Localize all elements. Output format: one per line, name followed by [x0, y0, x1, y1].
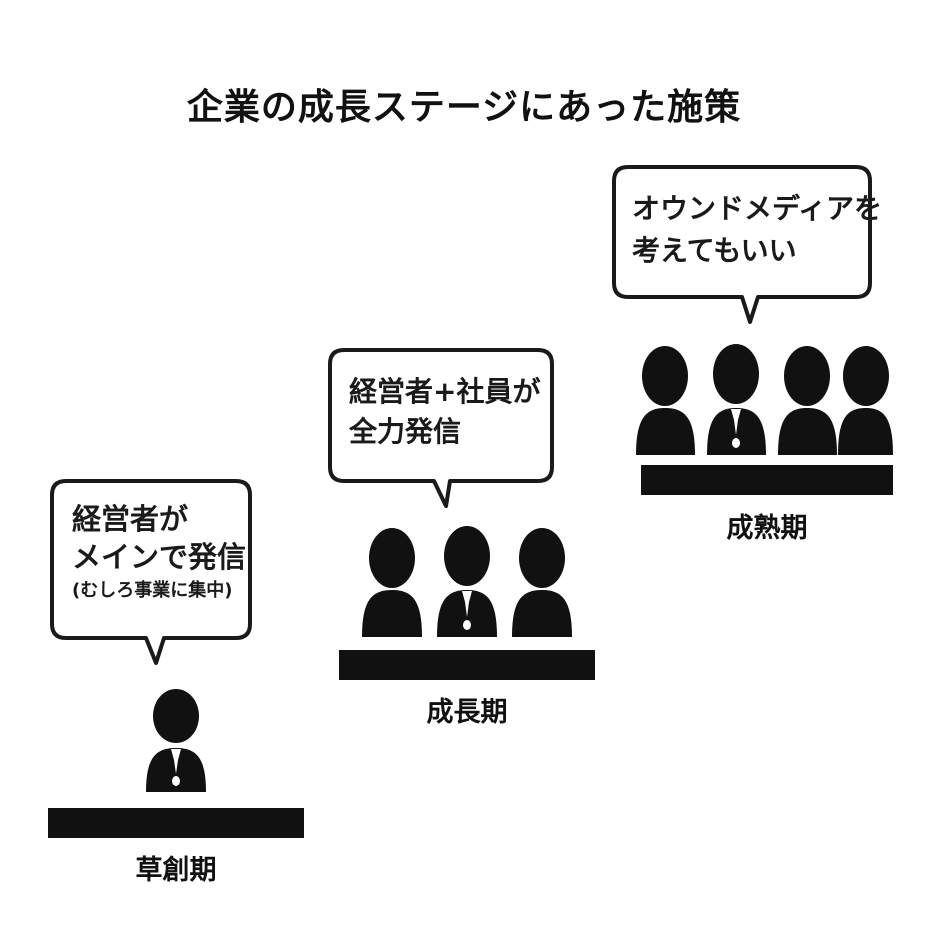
person-ceo-mature [707, 344, 766, 455]
stage-mature [612, 165, 893, 495]
bubble-line: 経営者が [72, 502, 189, 536]
stage-label-growth: 成長期 [426, 697, 508, 728]
speech-bubble-growth [328, 348, 554, 508]
stage-founding [48, 479, 304, 838]
speech-bubble-mature [612, 165, 872, 324]
bubble-line: 経営者+社員が [349, 375, 541, 408]
desk-mature [641, 465, 893, 495]
person-staff-right [512, 528, 572, 637]
bubble-text-growth: 経営者+社員が 全力発信 [349, 372, 540, 452]
desk-founding [48, 808, 304, 838]
stage-label-mature: 成熟期 [726, 513, 808, 544]
bubble-line: 全力発信 [349, 415, 462, 448]
person-staff-3 [778, 346, 837, 455]
person-ceo-growth [437, 526, 497, 637]
person-ceo [146, 689, 206, 792]
bubble-text-founding: 経営者が メインで発信 (むしろ事業に集中) [72, 500, 246, 606]
desk-growth [339, 650, 595, 680]
person-staff-left [362, 528, 422, 637]
speech-bubble-founding [50, 479, 252, 665]
bubble-line: 考えてもいい [632, 234, 797, 267]
diagram-title: 企業の成長ステージにあった施策 [186, 87, 742, 128]
stage-label-founding: 草創期 [135, 855, 217, 886]
bubble-line: メインで発信 [72, 540, 247, 574]
person-staff-1 [636, 346, 695, 455]
bubble-line: オウンドメディアを [632, 192, 883, 225]
stage-growth [328, 348, 595, 680]
bubble-text-mature: オウンドメディアを 考えてもいい [632, 188, 882, 272]
person-staff-4 [838, 346, 893, 455]
bubble-note: (むしろ事業に集中) [72, 580, 233, 601]
